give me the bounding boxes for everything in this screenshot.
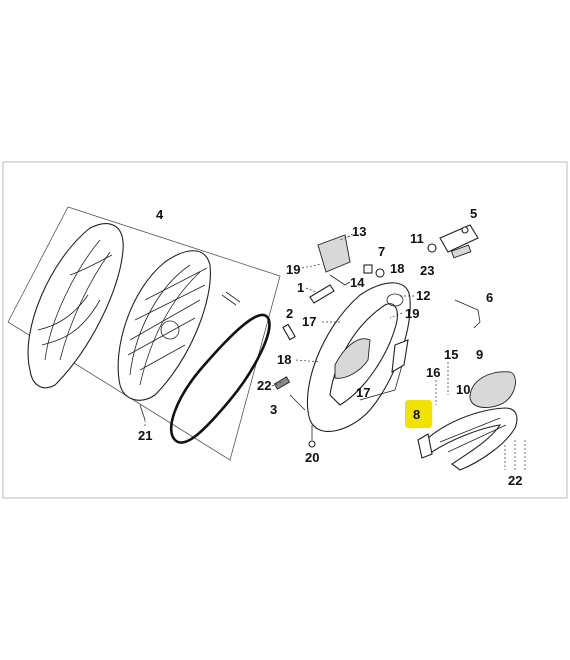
rod-2 [282, 323, 296, 341]
leader-22b [271, 381, 283, 387]
callout-1: 1 [297, 280, 304, 295]
callout-17a: 17 [302, 314, 316, 329]
callout-13: 13 [352, 224, 366, 239]
leader-18a [295, 359, 321, 363]
seat-seal-ring [169, 313, 271, 444]
diagram-frame [2, 161, 568, 499]
callout-labels: 4 13 5 11 7 23 19 18 14 1 12 6 2 19 17 1… [138, 206, 522, 488]
callout-7: 7 [378, 244, 385, 259]
grip-cover [469, 371, 516, 408]
storage-box [306, 282, 411, 433]
callout-20: 22 [508, 473, 522, 488]
callout-19b: 19 [405, 306, 419, 321]
nut-18 [375, 268, 385, 278]
callout-8: 8 [413, 407, 420, 422]
seat-group-box [7, 206, 281, 461]
callout-16: 16 [426, 365, 440, 380]
leader-21 [301, 263, 323, 269]
clip-7 [363, 264, 373, 274]
bolt-19 [308, 425, 316, 448]
cable-6 [454, 299, 481, 329]
callout-14: 14 [350, 275, 365, 290]
emblem-plate [309, 284, 335, 304]
callout-23: 23 [420, 263, 434, 278]
rear-carrier [417, 407, 518, 471]
callout-2: 2 [286, 306, 293, 321]
seat-lower-bolt [139, 404, 146, 421]
callout-9: 9 [476, 347, 483, 362]
seat [27, 223, 124, 389]
callout-21: 19 [286, 262, 300, 277]
callout-10: 10 [456, 382, 470, 397]
highlight-8 [405, 400, 432, 428]
seat-hinge-bolt [221, 291, 241, 306]
callout-19a: 20 [305, 450, 319, 465]
tray-lid [317, 234, 351, 273]
leader-1 [305, 287, 317, 293]
hinge-3 [273, 376, 306, 411]
callout-11: 11 [410, 231, 424, 246]
seat-base [117, 250, 211, 401]
callout-15: 15 [444, 347, 458, 362]
leader-13 [345, 231, 357, 239]
lock-assembly [427, 224, 479, 259]
callout-22a: 21 [138, 428, 152, 443]
callout-6: 6 [486, 290, 493, 305]
callout-12: 12 [416, 288, 430, 303]
callout-5: 5 [470, 206, 477, 221]
callout-18b: 18 [390, 261, 404, 276]
bracket-14 [329, 274, 351, 286]
callout-22b: 22 [257, 378, 271, 393]
callout-3: 3 [270, 402, 277, 417]
callout-17b: 17 [356, 385, 370, 400]
callout-18a: 18 [277, 352, 291, 367]
callout-4: 4 [156, 207, 164, 222]
